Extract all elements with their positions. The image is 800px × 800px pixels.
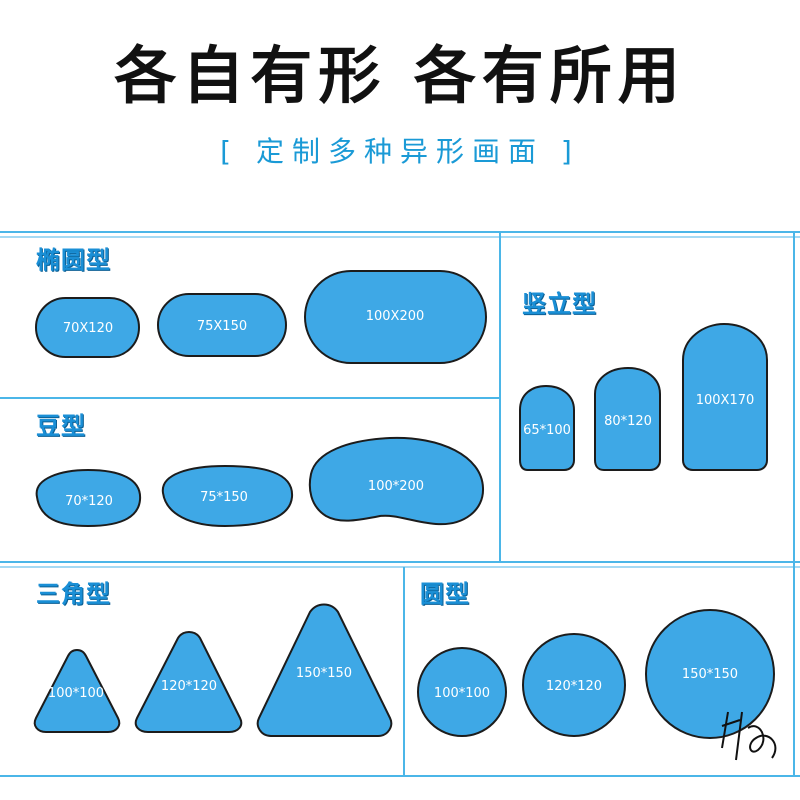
section-label-ellipse: 椭圆型 [36,246,111,274]
triangle-label-2: 120*120 [161,679,217,694]
main-title: 各自有形 各有所用 [114,39,686,112]
signature-mark [721,711,777,761]
section-label-triangle: 三角型 [36,580,111,608]
ellipse-label-2: 75X150 [197,319,247,334]
ellipse-shape-1 [35,297,140,358]
bean-shape-2 [161,464,294,528]
vertical-shape-2 [594,366,661,471]
ellipse-label-1: 70X120 [63,321,113,336]
section-label-bean: 豆型 [36,412,86,440]
circle-shapes [417,609,775,739]
bean-shapes [35,436,485,528]
circle-label-1: 100*100 [434,686,490,701]
grid-lines [0,231,800,777]
ellipse-shape-2 [157,293,287,357]
vertical-label-3: 100X170 [696,393,755,408]
section-label-vertical: 竖立型 [522,290,597,318]
vertical-shape-3 [682,322,768,471]
vertical-label-1: 65*100 [523,423,571,438]
ellipse-shapes [35,270,487,364]
ellipse-label-3: 100X200 [366,309,425,324]
triangle-shape-1 [33,649,121,733]
circle-shape-3 [645,609,775,739]
bean-label-3: 100*200 [368,479,424,494]
bean-label-2: 75*150 [200,490,248,505]
triangle-label-3: 150*150 [296,666,352,681]
vertical-label-2: 80*120 [604,414,652,429]
circle-label-3: 150*150 [682,667,738,682]
vertical-shape-1 [519,384,575,471]
vertical-shapes [519,322,768,471]
triangle-shape-2 [134,631,243,733]
bean-label-1: 70*120 [65,494,113,509]
triangle-shape-3 [256,603,393,737]
subtitle: [ 定制多种异形画面 ] [220,135,580,168]
triangle-shapes [33,603,393,737]
bean-shape-3 [308,436,485,526]
section-label-circle: 圆型 [420,580,470,608]
bean-shape-1 [35,468,142,528]
circle-shape-2 [522,633,626,737]
ellipse-shape-3 [304,270,487,364]
circle-label-2: 120*120 [546,679,602,694]
triangle-label-1: 100*100 [48,686,104,701]
circle-shape-1 [417,647,507,737]
